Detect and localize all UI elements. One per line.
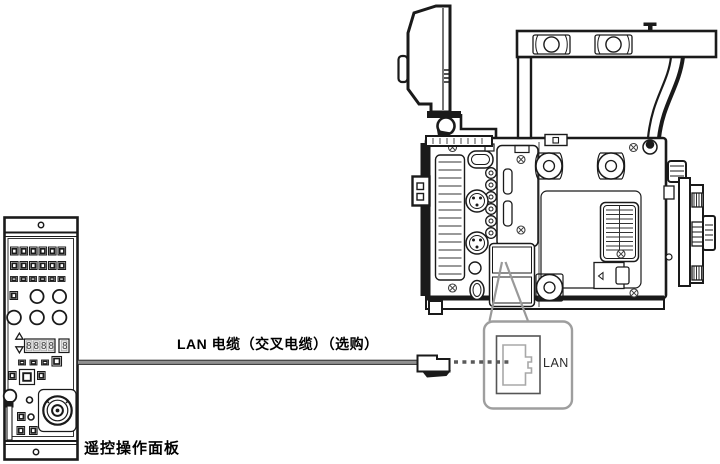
panel-knob-rows xyxy=(6,288,68,326)
camera-handle xyxy=(515,22,718,140)
panel-slider-track xyxy=(6,405,13,441)
rj45-jack-icon xyxy=(495,335,541,395)
camera-side-vent xyxy=(599,201,640,263)
camera-viewfinder xyxy=(397,4,498,147)
panel-display-sub-digit: 8 xyxy=(62,341,68,352)
camera-lens-mount xyxy=(663,160,716,287)
bnc-connectors xyxy=(485,167,497,239)
panel-lower-controls xyxy=(2,355,63,441)
panel-slider-knob xyxy=(5,401,14,408)
rj45-plug-icon xyxy=(416,354,451,378)
camera-mount-bosses xyxy=(534,152,626,302)
camera-heatsink-vent xyxy=(434,154,466,281)
panel-joystick xyxy=(37,388,77,433)
down-triangle-icon xyxy=(14,346,25,355)
camera-illustration xyxy=(397,4,718,315)
callout-leader-line xyxy=(504,261,530,322)
lan-port-label: LAN xyxy=(543,356,569,370)
up-triangle-icon xyxy=(14,331,25,340)
remote-panel-label: 遥控操作面板 xyxy=(84,440,181,457)
camera-connector-panel xyxy=(465,143,497,301)
lan-cable-line xyxy=(77,359,420,365)
panel-display-digits: 8888 xyxy=(26,341,56,352)
camera-lan-door xyxy=(488,242,536,308)
panel-bottom-screw-icon xyxy=(32,448,40,456)
handle-screw-icon xyxy=(643,22,657,26)
lan-port-callout xyxy=(454,261,574,410)
panel-display: 8888 8 xyxy=(14,331,70,355)
camera-body xyxy=(411,133,668,315)
callout-leader-line xyxy=(488,261,504,322)
remote-control-panel-illustration: 8888 8 xyxy=(2,216,79,461)
lan-cable-label: LAN 电缆（交叉电缆）（选购） xyxy=(177,336,379,352)
panel-top-screw-icon xyxy=(37,221,45,229)
xlr-connectors xyxy=(465,189,489,255)
